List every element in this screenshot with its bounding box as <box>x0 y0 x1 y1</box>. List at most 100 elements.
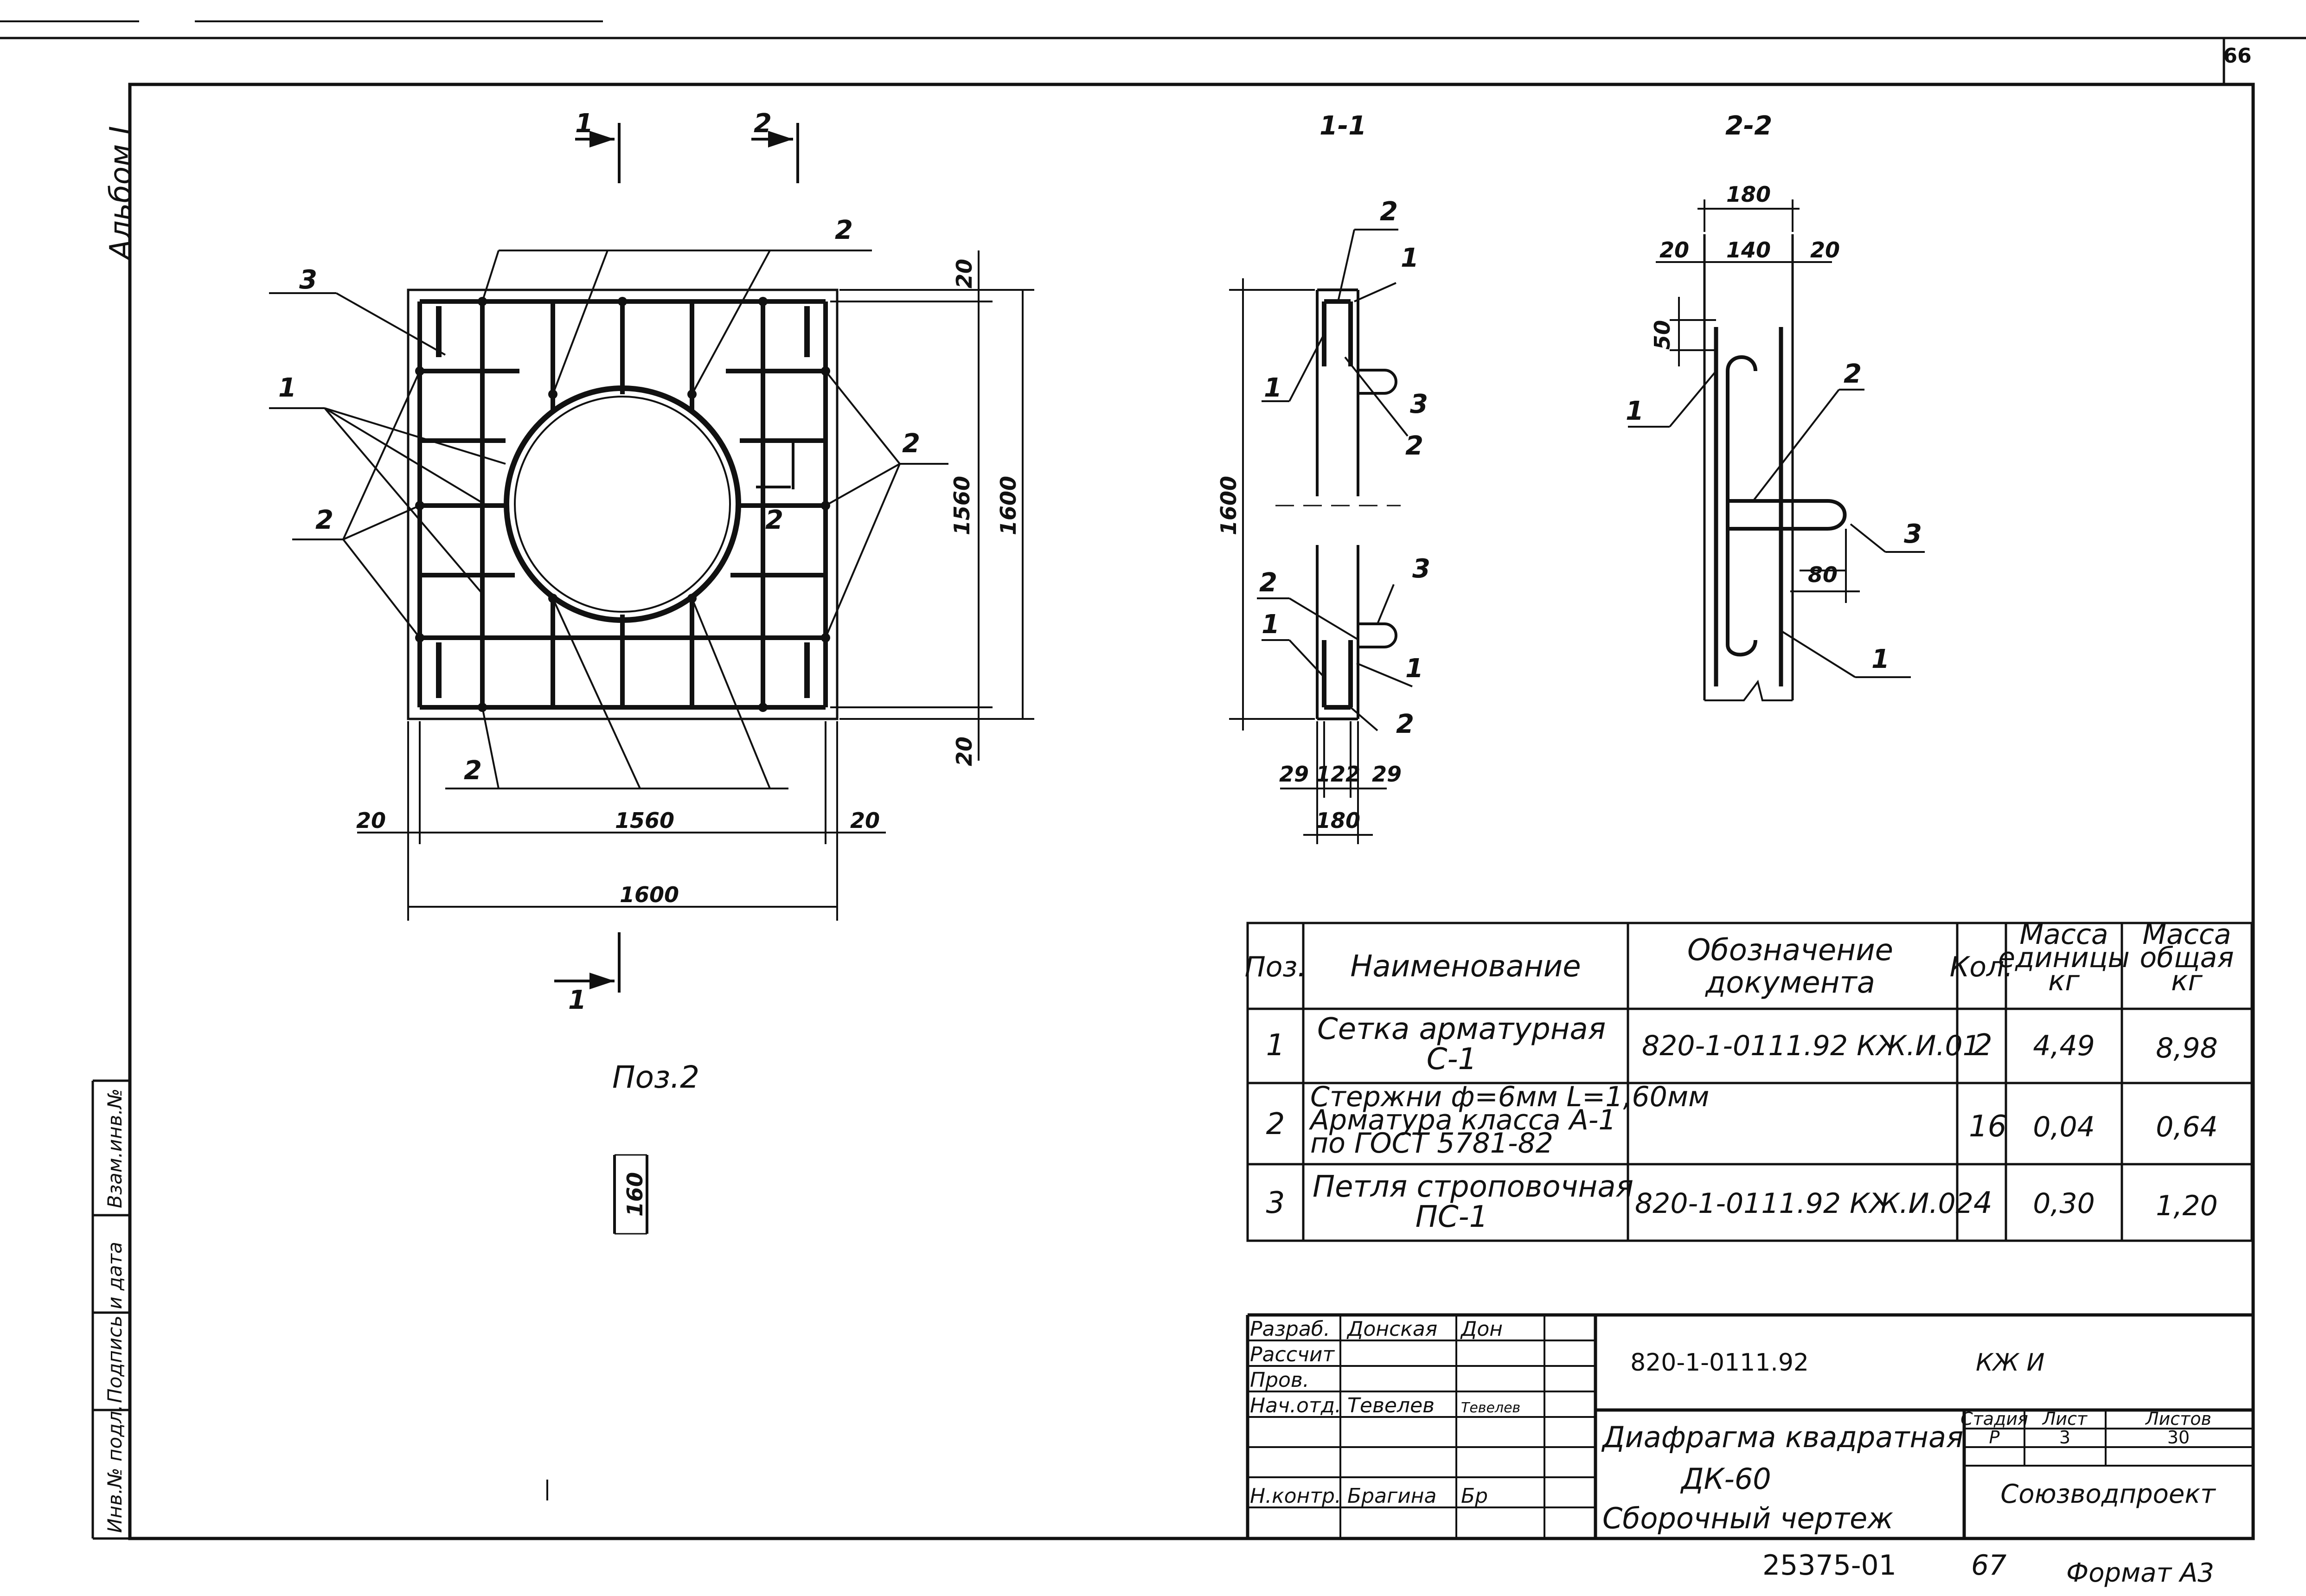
spec-row-name: по ГОСТ 5781-82 <box>1310 1127 1553 1160</box>
title-block-grid <box>1246 1313 2252 1538</box>
spec-row-name: Арматура класса А-1 <box>1308 1104 1616 1136</box>
s11-label-pos2-lower: 2 <box>1259 568 1277 598</box>
s11-dim-total: 180 <box>1316 808 1360 833</box>
doc-code: 820-1-0111.92 <box>1630 1349 1809 1377</box>
spec-row-total: 8,98 <box>2156 1032 2218 1064</box>
spec-header-total1: Масса <box>2142 918 2231 951</box>
plan-label-pos2-right: 2 <box>902 429 920 459</box>
spec-header-pos: Поз. <box>1245 951 1307 983</box>
s11-label-pos3-bottom: 3 <box>1412 554 1430 584</box>
spec-row-unit: 0,30 <box>2033 1187 2095 1220</box>
doc-title-line2: ДК-60 <box>1680 1462 1771 1496</box>
spec-row-unit: 0,04 <box>2033 1111 2095 1143</box>
section-1-1-drawing <box>1229 229 1413 844</box>
spec-header-unit1: Масса <box>2019 918 2108 951</box>
stamp-name: Донская <box>1346 1317 1437 1341</box>
spec-row-pos: 3 <box>1266 1186 1285 1220</box>
s11-label-pos1-top: 1 <box>1401 243 1419 273</box>
organization: Союзводпроект <box>2000 1479 2216 1509</box>
s22-label-pos1-bottom: 1 <box>1871 644 1890 674</box>
stamp-name: Тевелев <box>1347 1394 1435 1417</box>
spec-table-grid <box>1246 922 2253 1242</box>
side-stamp-label: Взам.инв.№ <box>103 1089 126 1208</box>
s11-label-pos1-mid: 1 <box>1264 373 1282 403</box>
spec-row-2: 2 Стержни ф=6мм L=1,60мм Арматура класса… <box>1266 1081 2218 1160</box>
spec-header-doc1: Обозначение <box>1687 933 1893 968</box>
spec-row-doc: 820-1-0111.92 КЖ.И.01 <box>1642 1030 1980 1062</box>
s11-dim-right: 29 <box>1372 762 1402 787</box>
spec-header-total2: общая <box>2139 942 2234 974</box>
stage-label: Стадия <box>1960 1409 2028 1429</box>
plan-label-pos1: 1 <box>278 373 296 403</box>
s11-label-pos1-lower: 1 <box>1262 609 1280 640</box>
plan-section-2-top: 2 <box>754 109 772 139</box>
spec-row-qty: 16 <box>1969 1109 2006 1144</box>
spec-row-name: Петля строповочная <box>1313 1170 1633 1204</box>
plan-dim-left-margin: 20 <box>356 808 386 833</box>
s22-dim-left: 20 <box>1659 237 1689 263</box>
plan-label-pos2-bottom: 2 <box>464 756 482 786</box>
s11-label-pos1-bottom: 1 <box>1405 654 1423 684</box>
spec-header-unit3: кг <box>2048 965 2080 997</box>
album-label: Альбом I <box>104 126 138 262</box>
sheet-value: 3 <box>2059 1427 2070 1448</box>
sheets-value: 30 <box>2167 1427 2190 1448</box>
spec-row-total: 1,20 <box>2156 1190 2218 1222</box>
pos2-title: Поз.2 <box>612 1059 699 1095</box>
stamp-role: Пров. <box>1250 1368 1309 1392</box>
spec-header-doc2: документа <box>1705 966 1875 1000</box>
s22-dim-mid: 140 <box>1726 237 1771 263</box>
plan-dim-top-margin: 20 <box>952 259 977 288</box>
stamp-role: Н.контр. <box>1250 1484 1341 1508</box>
spec-header-qty: Кол. <box>1950 951 2013 983</box>
plan-label-pos3: 3 <box>299 265 317 295</box>
s22-dim-total: 180 <box>1726 182 1771 207</box>
s11-dim-left: 29 <box>1279 762 1309 787</box>
plan-dim-inner-v: 1560 <box>949 476 974 535</box>
stamp-signature: Бр <box>1461 1484 1488 1508</box>
sheets-label: Листов <box>2145 1409 2211 1429</box>
spec-header-name: Наименование <box>1350 949 1581 984</box>
plan-section-1-bottom: 1 <box>568 985 586 1015</box>
page-number: 66 <box>2223 44 2251 68</box>
plan-view <box>269 123 1034 993</box>
archive-number: 25375-01 <box>1762 1549 1896 1582</box>
s11-dim-height: 1600 <box>1216 476 1241 535</box>
section-2-2-title: 2-2 <box>1725 111 1772 141</box>
spec-row-name: Сетка арматурная <box>1317 1012 1606 1046</box>
s22-label-pos3: 3 <box>1904 519 1922 549</box>
plan-dim-overall: 1600 <box>620 882 679 907</box>
spec-header-unit2: единицы <box>1998 942 2130 974</box>
stamp-signature: Тевелев <box>1461 1400 1520 1416</box>
s11-dim-mid: 122 <box>1316 762 1360 787</box>
spec-row-pos: 2 <box>1266 1107 1285 1141</box>
spec-row-total: 0,64 <box>2156 1111 2218 1143</box>
stamp-role: Нач.отд. <box>1250 1394 1341 1417</box>
plan-label-pos2-left: 2 <box>315 505 333 535</box>
plan-dim-inner: 1560 <box>615 808 674 833</box>
s11-label-pos3-top: 3 <box>1410 389 1428 419</box>
doc-title-line1: Диафрагма квадратная <box>1601 1420 1963 1454</box>
s22-dim-right: 20 <box>1810 237 1840 263</box>
stage-value: Р <box>1989 1427 2000 1448</box>
s11-label-pos2-mid: 2 <box>1405 431 1423 461</box>
s11-label-pos2-bottom: 2 <box>1396 709 1414 739</box>
sheet-label: Лист <box>2042 1409 2088 1429</box>
pos2-sketch <box>546 1154 648 1500</box>
spec-row-qty: 4 <box>1973 1186 1992 1220</box>
plan-section-2-right: 2 <box>765 505 783 535</box>
s22-label-pos2: 2 <box>1844 359 1862 389</box>
stamp-role: Разраб. <box>1250 1317 1330 1341</box>
spec-row-qty: 2 <box>1973 1028 1992 1063</box>
pos2-dim: 160 <box>622 1172 647 1217</box>
spec-row-3: 3 Петля строповочная ПС-1 820-1-0111.92 … <box>1266 1170 2218 1234</box>
side-stamp-label: Подпись и дата <box>103 1242 126 1403</box>
plan-dim-right-margin: 20 <box>850 808 880 833</box>
paper-format: Формат А3 <box>2066 1558 2214 1588</box>
stamp-name: Брагина <box>1347 1484 1437 1508</box>
stamp-role: Рассчит <box>1250 1343 1335 1366</box>
doc-mark: КЖ И <box>1976 1349 2044 1377</box>
s22-dim-top: 50 <box>1650 320 1675 350</box>
spec-row-name: С-1 <box>1427 1042 1477 1077</box>
